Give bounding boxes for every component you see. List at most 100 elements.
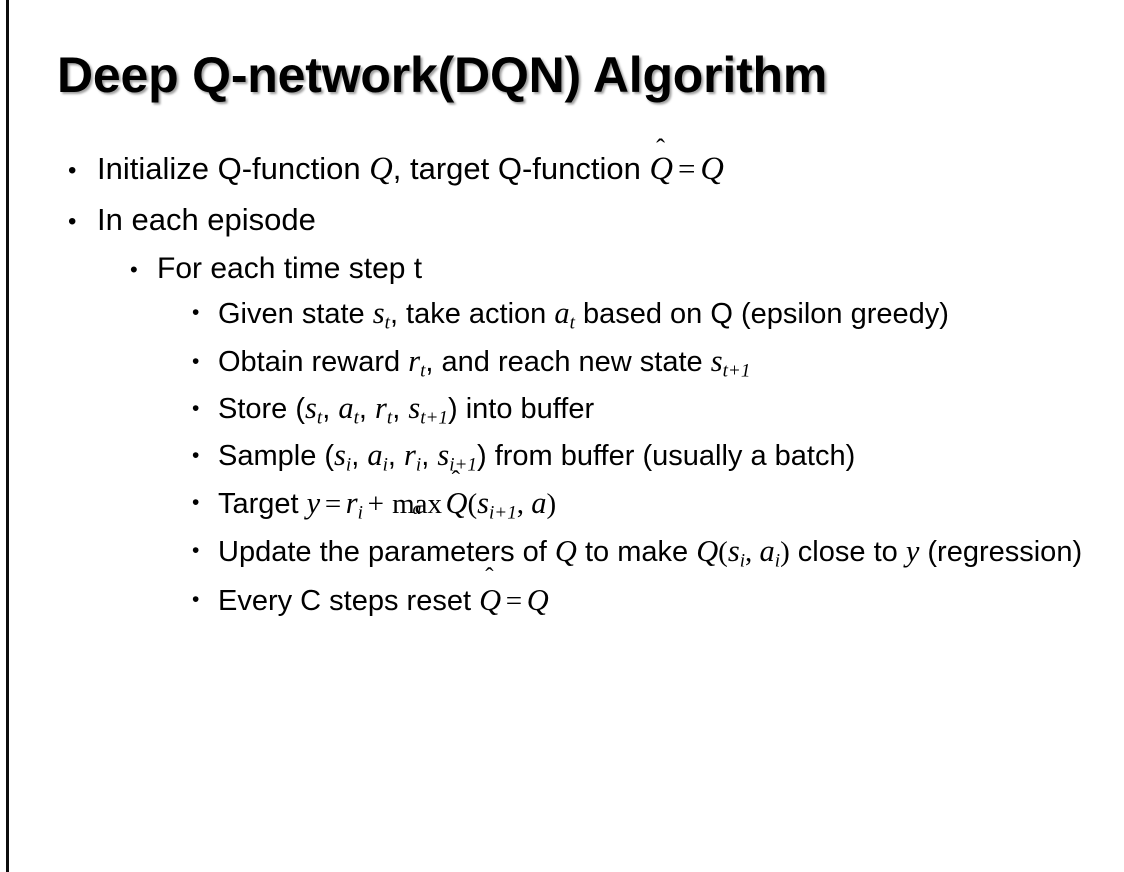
math-sub-t-plus-1: t+1 (420, 407, 448, 429)
math-sub-i: i (415, 454, 422, 476)
bullet-item-obtain-reward: • Obtain reward rt, and reach new state … (0, 340, 1124, 384)
bullet-text-in-each-episode: In each episode (97, 202, 316, 238)
text-segment: Target (218, 487, 307, 520)
math-sub-t: t (353, 407, 359, 429)
bullet-text-for-each-time-step: For each time step t (157, 251, 423, 285)
math-var-a: a (554, 296, 570, 331)
math-sub-t: t (569, 313, 575, 335)
bullet-marker: • (68, 157, 77, 184)
math-sub-i-plus-1: i+1 (488, 502, 517, 524)
bullet-text-initialize: Initialize Q-function Q, target Q-functi… (97, 135, 1124, 191)
math-var-a: a (531, 485, 547, 520)
math-var-q2: Q (696, 534, 719, 569)
text-segment: ) from buffer (usually a batch) (477, 439, 856, 472)
text-segment: to make (576, 536, 697, 569)
bullet-list: • Initialize Q-function Q, target Q-func… (0, 135, 1124, 624)
math-sub-i: i (382, 454, 388, 476)
bullet-marker: • (192, 396, 200, 420)
bullet-marker: • (192, 490, 200, 514)
bullet-item-for-each-time-step: • For each time step t (0, 249, 1124, 289)
math-var-q2: Q (700, 151, 724, 187)
text-segment: , target Q-function (392, 151, 650, 186)
text-segment: , (392, 392, 409, 425)
math-var-s: s (334, 437, 346, 472)
math-sub-i: i (357, 502, 363, 524)
text-segment: , and reach new state (425, 346, 711, 379)
text-segment: Obtain reward (218, 346, 409, 379)
math-sub-t: t (316, 407, 323, 429)
text-segment: Initialize Q-function (97, 151, 370, 186)
math-var-r: r (345, 485, 358, 520)
text-segment: (regression) (919, 536, 1083, 569)
text-segment: Sample ( (218, 439, 335, 472)
bullet-item-sample-batch: • Sample (si, ai, ri, si+1) from buffer … (0, 434, 1124, 478)
math-q-hat-base: Q (649, 151, 673, 187)
bullet-text-obtain-reward: Obtain reward rt, and reach new state st… (218, 340, 1124, 384)
math-var-r: r (404, 437, 416, 472)
bullet-text-store-transition: Store (st, at, rt, st+1) into buffer (218, 387, 1124, 431)
math-sub-i-plus-1: i+1 (449, 454, 477, 476)
math-plus: + (367, 487, 384, 520)
math-var-s: s (727, 534, 740, 569)
math-sub-i: i (345, 454, 352, 476)
bullet-text-update-parameters: Update the parameters of Q to make Q(si,… (218, 529, 1124, 575)
text-segment: , take action (389, 298, 555, 331)
math-equals: = (677, 151, 696, 186)
math-var-a: a (338, 390, 354, 425)
text-segment: based on Q (epsilon greedy) (574, 298, 949, 331)
text-segment: , (358, 392, 376, 425)
math-sub-i: i (739, 551, 746, 572)
math-var-s-next: s (437, 437, 450, 472)
text-segment: , (322, 392, 339, 425)
math-sub-t-plus-1: t+1 (722, 360, 751, 382)
math-equals: = (505, 584, 523, 617)
bullet-item-store-transition: • Store (st, at, rt, st+1) into buffer (0, 387, 1124, 431)
math-var-y: y (905, 534, 920, 569)
math-var-s: s (710, 344, 723, 379)
bullet-marker: • (192, 350, 200, 374)
math-q-hat-base: Q (479, 582, 502, 617)
math-var-y: y (306, 485, 321, 520)
circumflex-accent-icon: ˆ (485, 563, 494, 591)
math-max-label: max (392, 487, 442, 520)
math-equals: = (324, 487, 342, 520)
math-paren-close: ) (780, 536, 790, 569)
math-comma: , (516, 487, 532, 520)
bullet-marker: • (192, 443, 200, 467)
math-var-q: Q (369, 151, 393, 187)
bullet-text-given-state: Given state st, take action at based on … (218, 291, 1124, 337)
math-sub-t: t (420, 360, 426, 382)
text-segment: Store ( (218, 392, 306, 425)
math-q-hat-base: Q (445, 485, 468, 520)
bullet-item-in-each-episode: • In each episode (0, 199, 1124, 240)
math-paren-open: ( (467, 487, 478, 520)
math-var-a: a (367, 437, 383, 472)
math-sub-t: t (384, 313, 390, 335)
math-sub-i: i (774, 551, 781, 572)
bullet-marker: • (192, 539, 200, 563)
math-var-q: Q (526, 582, 549, 617)
math-var-r: r (375, 390, 387, 425)
math-paren-open: ( (718, 536, 728, 569)
math-paren-close: ) (546, 487, 557, 520)
bullet-marker: • (130, 256, 138, 282)
circumflex-accent-icon: ˆ (451, 466, 460, 494)
slide-left-edge-rule (6, 0, 9, 872)
text-segment: , (387, 439, 405, 472)
math-var-a: a (759, 534, 775, 569)
bullet-item-update-parameters: • Update the parameters of Q to make Q(s… (0, 529, 1124, 575)
bullet-item-given-state: • Given state st, take action at based o… (0, 291, 1124, 337)
math-var-s-next: s (477, 485, 489, 520)
text-segment: close to (789, 536, 906, 569)
math-var-r: r (408, 344, 421, 379)
math-var-s-next: s (408, 390, 421, 425)
text-segment: Update the parameters of (218, 536, 555, 569)
